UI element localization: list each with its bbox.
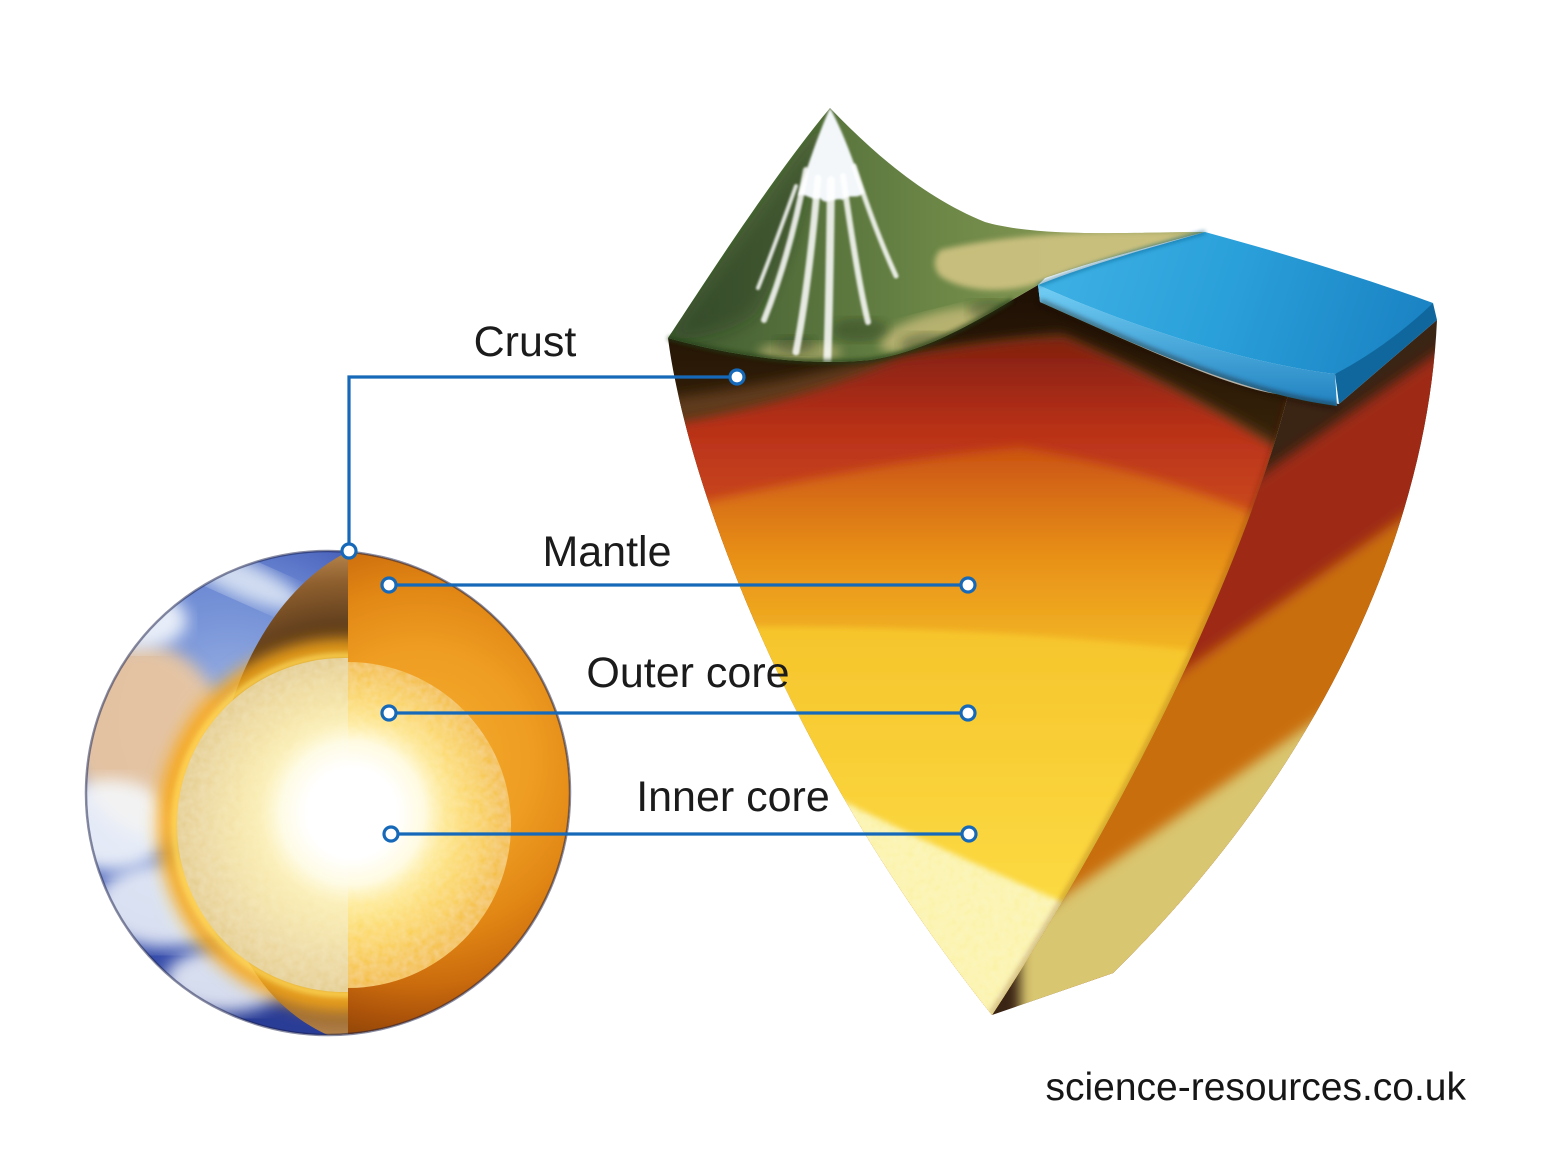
watermark-text: science-resources.co.uk	[1045, 1066, 1466, 1109]
marker-outer-core-globe	[380, 704, 398, 722]
annotations	[340, 368, 978, 843]
forest-patch	[832, 318, 888, 342]
marker-mantle-wedge	[959, 576, 977, 594]
label-mantle: Mantle	[542, 528, 671, 576]
earth-cutaway-globe	[84, 549, 572, 1037]
label-crust: Crust	[474, 318, 577, 366]
wedge-cross-section	[667, 108, 1437, 1015]
marker-crust-globe	[340, 542, 358, 560]
marker-inner-core-wedge	[960, 825, 978, 843]
grass-edge-line	[667, 298, 1014, 364]
label-outer-core: Outer core	[586, 649, 789, 697]
water-top-surface	[1038, 232, 1433, 374]
front-right-edge-shadow	[989, 394, 1288, 1015]
cloud	[86, 779, 172, 871]
plain-tan	[934, 232, 1205, 290]
layer-labels: Crust Mantle Outer core Inner core	[474, 318, 830, 821]
leader-markers	[340, 368, 978, 843]
coastline	[1037, 230, 1206, 287]
marker-mantle-globe	[380, 576, 398, 594]
marker-crust-wedge	[728, 368, 746, 386]
snow-streaks	[756, 163, 899, 362]
inner-core-layer	[830, 795, 1100, 1015]
marker-inner-core-globe	[382, 825, 400, 843]
marker-outer-core-wedge	[959, 704, 977, 722]
inner-core-glow	[202, 663, 502, 963]
water-front-face	[1038, 285, 1337, 406]
leader-line-crust	[347, 375, 730, 544]
cloud	[86, 590, 187, 650]
water-slab	[1037, 230, 1437, 409]
core-glow-ring	[158, 639, 348, 1011]
globe-outline	[84, 549, 572, 1037]
outer-core-sphere-surface	[158, 551, 570, 1035]
water-bottom-shadow	[1038, 299, 1338, 409]
mountain-left-shade	[668, 108, 830, 339]
terrain	[667, 108, 1205, 364]
core-glow-ring-bright	[171, 652, 348, 998]
water-right-face	[1335, 303, 1437, 404]
label-inner-core: Inner core	[636, 773, 830, 821]
